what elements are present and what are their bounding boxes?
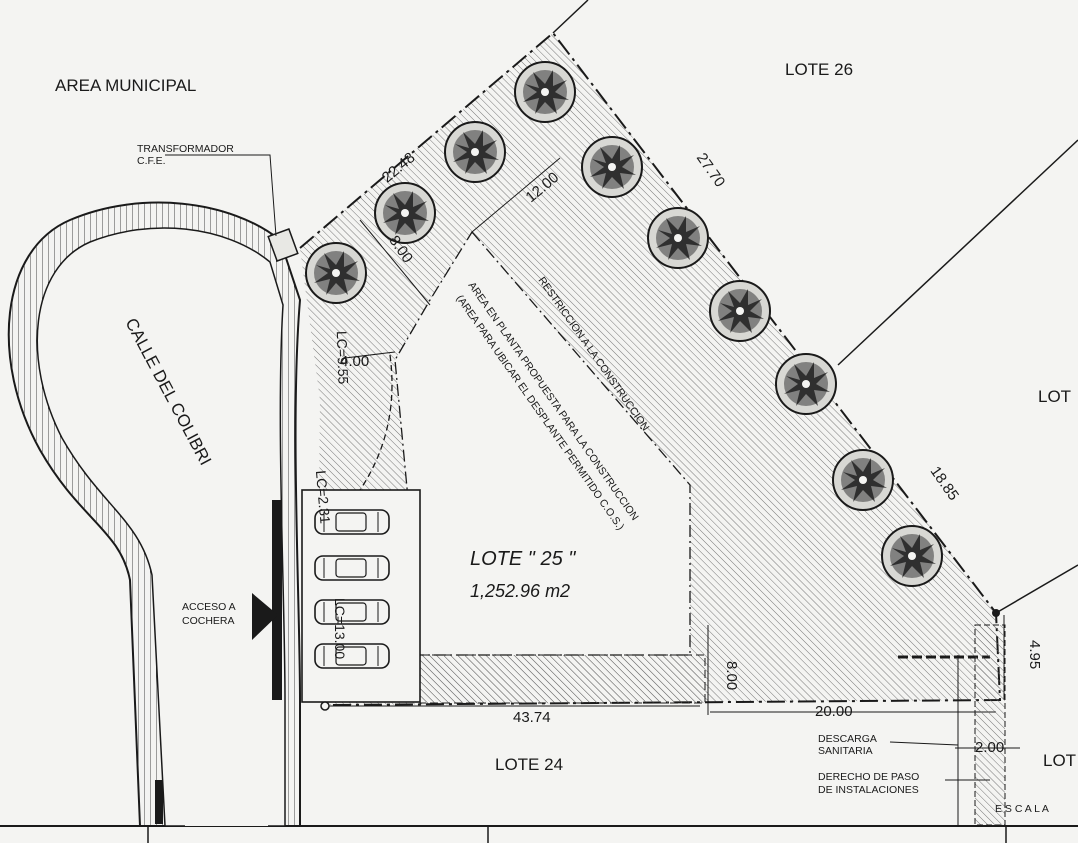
boundary-line-top: [552, 0, 589, 34]
lc-9-55: LC=9.55: [334, 331, 352, 385]
dim-line-12-00: [471, 157, 561, 233]
descarga-leader: [889, 741, 959, 746]
transformador-label-2: C.F.E.: [137, 155, 166, 167]
street-center: [67, 253, 270, 826]
lote-26-label: LOTE 26: [785, 60, 853, 79]
escala-label: E S C A L A: [995, 803, 1049, 815]
derecho-label-2: DE INSTALACIONES: [818, 784, 919, 796]
bottom-setback-strip: [419, 654, 706, 704]
access-arrow-icon: [252, 593, 278, 640]
acceso-label-1: ACCESO A: [182, 601, 236, 613]
dim-8-00-right: 8.00: [723, 661, 740, 690]
tree-icon: [581, 136, 643, 198]
lc-13-00: LC=13.00: [332, 598, 348, 659]
dim-18-85: 18.85: [927, 463, 962, 504]
corner-marker: [992, 609, 1000, 617]
tree-icon: [374, 182, 436, 244]
tree-icon: [305, 242, 367, 304]
dim-4-00: 4.00: [340, 353, 369, 370]
area-municipal-label: AREA MUNICIPAL: [55, 76, 196, 95]
parked-car-icon: [314, 643, 390, 669]
acceso-label-2: COCHERA: [182, 615, 235, 627]
boundary-line-southeast: [995, 564, 1078, 614]
setback-arc: [359, 354, 393, 491]
dim-20-00: 20.00: [815, 703, 853, 720]
tree-icon: [709, 280, 771, 342]
dim-line-4-00: [344, 351, 396, 359]
lote-25-area: 1,252.96 m2: [470, 581, 570, 601]
tree-icon: [444, 121, 506, 183]
dim-4-95: 4.95: [1026, 640, 1043, 669]
curb-mark: [155, 780, 163, 824]
derecho-label-1: DERECHO DE PASO: [818, 771, 919, 783]
easement-strip: [974, 624, 1006, 826]
descarga-label-2: SANITARIA: [818, 745, 873, 757]
dim-27-70: 27.70: [693, 150, 728, 191]
tree-icon: [647, 207, 709, 269]
driveway-curb: [272, 500, 282, 700]
parked-car-icon: [314, 599, 390, 625]
boundary-line-east: [837, 139, 1078, 366]
transformer-box: [267, 228, 299, 262]
tree-icon: [775, 353, 837, 415]
lote-24-label: LOTE 24: [495, 755, 563, 774]
tree-icon: [832, 449, 894, 511]
dim-43-74: 43.74: [513, 709, 551, 726]
lote-right-bottom-label: LOT: [1043, 751, 1076, 770]
dim-line-8-00-top: [359, 219, 431, 306]
tree-icon: [514, 61, 576, 123]
descarga-label-1: DESCARGA: [818, 733, 877, 745]
tree-icon: [881, 525, 943, 587]
lote-25-title: LOTE " 25 ": [470, 548, 576, 570]
corner-marker: [320, 701, 330, 711]
lote-right-label: LOT: [1038, 387, 1071, 406]
dim-2-00: 2.00: [975, 739, 1004, 756]
transformador-label-1: TRANSFORMADOR: [137, 143, 234, 155]
transformer-leader: [165, 154, 277, 237]
lc-2-31: LC=2.31: [313, 470, 334, 525]
parked-car-icon: [314, 555, 390, 581]
